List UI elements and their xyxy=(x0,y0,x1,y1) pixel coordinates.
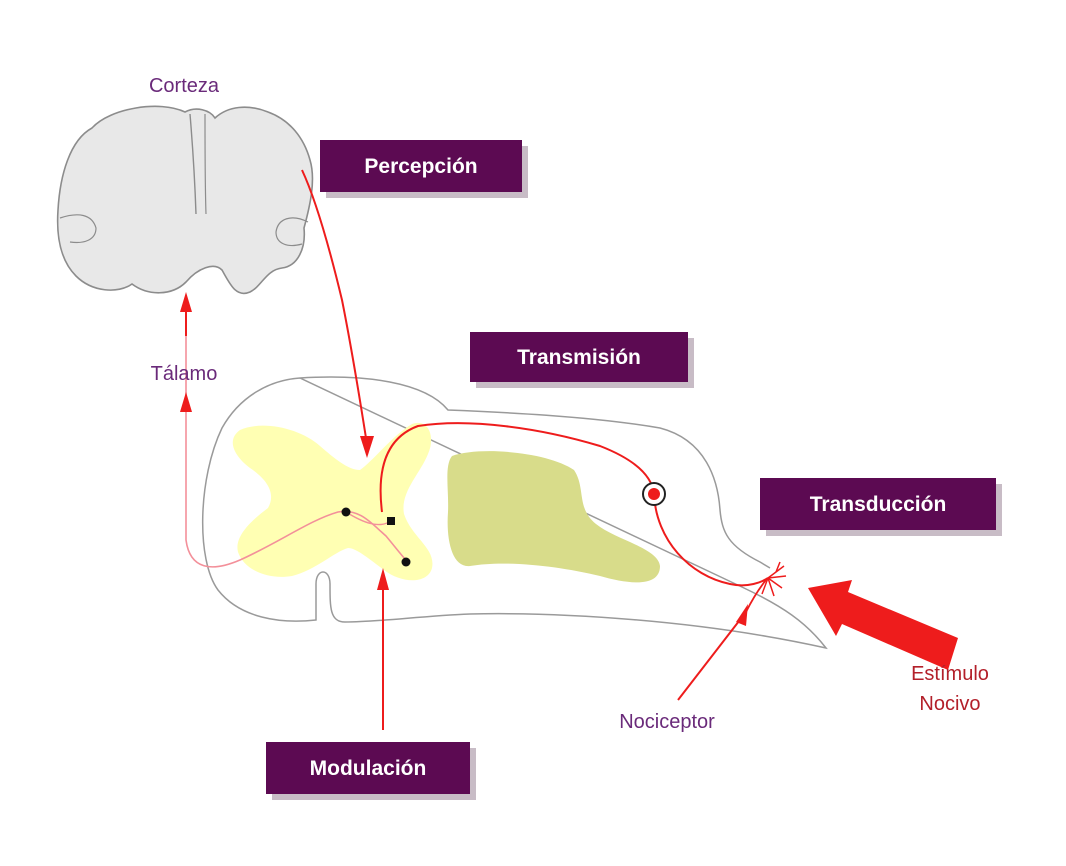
corteza-label: Corteza xyxy=(149,75,220,97)
estimulo-label-line1: Estímulo xyxy=(911,663,989,685)
brain-cortex-icon xyxy=(58,106,313,293)
modulacion-box: Modulación xyxy=(266,742,476,800)
transmision-label: Transmisión xyxy=(517,346,641,369)
transduccion-label: Transducción xyxy=(810,493,947,516)
percepcion-label: Percepción xyxy=(364,155,477,178)
ganglion-region xyxy=(447,451,660,582)
synapse-dot-1 xyxy=(342,508,351,517)
talamo-arrowhead-upper xyxy=(180,292,192,312)
estimulo-label-line2: Nocivo xyxy=(919,693,980,715)
nociceptor-arrowhead xyxy=(736,604,748,626)
talamo-label: Tálamo xyxy=(151,363,218,385)
percepcion-box: Percepción xyxy=(320,140,528,198)
synapse-dot-2 xyxy=(402,558,411,567)
percepcion-arrowhead xyxy=(360,436,374,458)
synapse-square xyxy=(387,517,395,525)
talamo-arrowhead-lower xyxy=(180,392,192,412)
modulacion-label: Modulación xyxy=(310,757,427,780)
transmision-box: Transmisión xyxy=(470,332,694,388)
transduccion-box: Transducción xyxy=(760,478,1002,536)
stimulus-arrow-icon xyxy=(808,580,958,670)
nociceptor-label: Nociceptor xyxy=(619,711,715,733)
cell-body-inner xyxy=(648,488,660,500)
percepcion-arrow xyxy=(302,170,366,438)
